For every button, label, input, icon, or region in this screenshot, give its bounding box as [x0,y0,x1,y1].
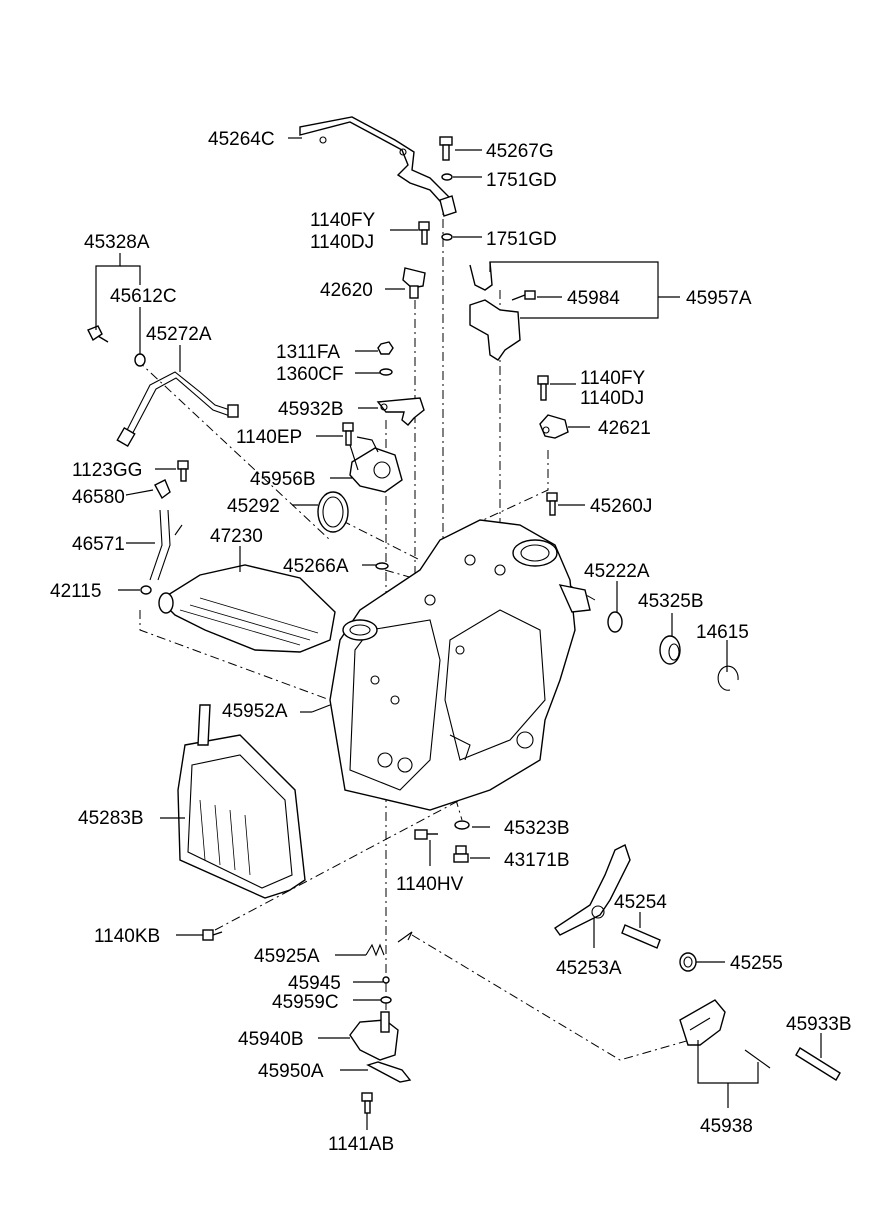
label-45325B: 45325B [638,591,704,612]
ring-45945 [382,976,390,984]
label-1751GD-a: 1751GD [486,170,557,191]
seal-45325B [659,635,681,665]
label-45323B: 45323B [504,818,570,839]
spring-45925A [365,931,413,957]
label-1751GD-b: 1751GD [486,229,557,250]
label-45254: 45254 [614,892,667,913]
label-1140HV: 1140HV [396,874,464,895]
label-45292: 45292 [227,496,280,517]
tube-bracket-45264C [299,116,457,217]
washer-45959C [380,996,392,1004]
label-1140DJ-b: 1140DJ [580,388,644,409]
label-1140FY-a: 1140FY [310,210,375,231]
label-1360CF: 1360CF [276,364,344,385]
seal-45292-inner [322,496,344,528]
label-45612C: 45612C [110,286,177,307]
lever-45950A [366,1061,412,1083]
lever-45932B [376,397,425,426]
label-43171B: 43171B [504,850,570,871]
rod-45933B [795,1047,841,1081]
bolt-45260J [546,492,558,516]
label-1311FA: 1311FA [276,342,340,363]
bolt-1123GG [177,460,189,482]
label-45940B: 45940B [238,1029,304,1050]
label-45267G: 45267G [486,141,554,162]
shaft-45254 [621,924,661,949]
label-45255: 45255 [730,953,783,974]
lever-45253A [554,844,631,936]
label-45959C: 45959C [272,992,339,1013]
bolt-1140FY-b [537,375,549,401]
label-42621: 42621 [598,418,651,439]
bolt-1140EP [342,422,354,446]
label-1123GG: 1123GG [72,460,142,481]
bolt-1140KB [202,929,223,941]
spring-45255 [679,952,697,972]
label-1140FY-b: 1140FY [580,368,645,389]
label-45932B: 45932B [278,399,344,420]
label-45222A: 45222A [584,561,650,582]
oring-45266A [375,562,389,570]
tube-45272A [116,371,239,448]
sensor-42620 [402,267,426,299]
bolt-45984 [511,290,536,301]
label-45950A: 45950A [258,1061,324,1082]
plug-43171B [453,845,469,863]
label-45952A: 45952A [222,701,288,722]
nut-1311FA [377,341,394,355]
label-47230: 47230 [210,526,263,547]
label-42115: 42115 [50,581,101,602]
label-45984: 45984 [567,288,620,309]
label-46580: 46580 [72,487,125,508]
label-45925A: 45925A [254,946,320,967]
washer-1751GD-a [441,173,453,181]
sensor-42621 [539,414,569,439]
label-46571: 46571 [72,534,125,555]
label-45328A: 45328A [84,232,150,253]
label-45957A: 45957A [686,288,752,309]
label-45938: 45938 [700,1116,753,1137]
seal-45612C [134,353,146,367]
label-1140DJ-a: 1140DJ [310,232,374,253]
dipstick-46580 [154,479,171,500]
bolt-1141AB [361,1092,373,1114]
pin-45952A [311,704,331,713]
transmission-case [329,519,591,811]
label-45266A: 45266A [283,556,349,577]
label-1140EP: 1140EP [236,427,302,448]
label-45264C: 45264C [208,129,275,150]
plate-45940B [349,1011,399,1061]
snapring-14615 [717,665,739,691]
bolt-1140FY-a [418,221,430,245]
strainer-47230 [158,564,336,653]
label-45272A: 45272A [146,324,212,345]
label-45945: 45945 [288,973,341,994]
label-14615: 14615 [696,622,749,643]
bolt-45267G [439,136,453,161]
label-42620: 42620 [320,280,373,301]
tube-46571 [149,509,183,581]
washer-1751GD-b [441,233,453,241]
switch-45956B [349,447,403,493]
label-45283B: 45283B [78,808,144,829]
label-45933B: 45933B [786,1014,852,1035]
leader-lines [95,137,822,1130]
bolt-45328A [87,325,109,343]
label-45253A: 45253A [556,958,622,979]
part-labels: 45264C 45267G 1751GD 1140FY 1140DJ 1751G… [50,129,852,1155]
bracket-45957A [469,261,521,361]
bracket-45938 [679,999,771,1069]
label-1141AB: 1141AB [328,1134,394,1155]
label-45260J: 45260J [590,496,652,517]
bolt-1140HV [414,829,438,840]
washer-1360CF [379,368,393,376]
oring-42115 [140,585,152,595]
label-1140KB: 1140KB [94,926,160,947]
ring-45222A [607,611,623,633]
washer-45323B [454,820,470,830]
oil-pan-45283B [177,704,306,899]
label-45956B: 45956B [250,469,316,490]
